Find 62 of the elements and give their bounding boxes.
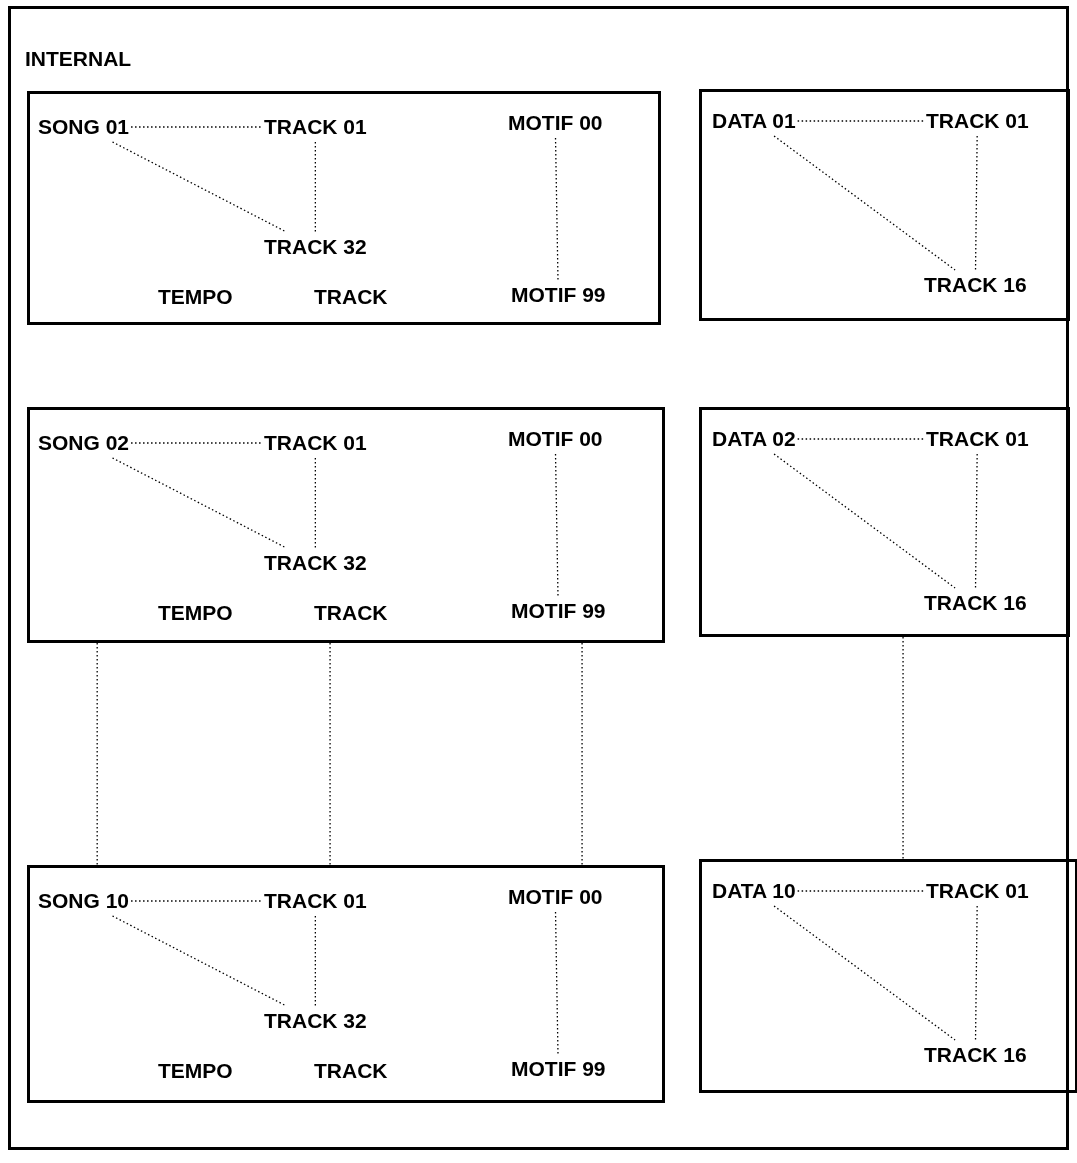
dotted-connector	[902, 636, 904, 860]
text-label: TRACK 32	[264, 1008, 367, 1034]
dotted-connector	[797, 120, 925, 122]
dotted-connector	[130, 900, 263, 902]
dotted-connector	[111, 141, 287, 233]
text-label: MOTIF 99	[511, 282, 606, 308]
text-label: MOTIF 00	[508, 110, 603, 136]
dotted-connector	[773, 135, 956, 271]
dotted-connector	[329, 642, 331, 866]
panel-box	[699, 89, 1070, 321]
text-label: TEMPO	[158, 600, 233, 626]
dotted-connector	[96, 642, 98, 866]
text-label: MOTIF 99	[511, 1056, 606, 1082]
panel-box	[27, 91, 661, 325]
text-label: TRACK 01	[264, 114, 367, 140]
dotted-connector	[554, 911, 559, 1055]
text-label: TRACK 01	[264, 430, 367, 456]
text-label: TRACK 16	[924, 1042, 1027, 1068]
text-label: MOTIF 99	[511, 598, 606, 624]
text-label: TEMPO	[158, 284, 233, 310]
dotted-connector	[111, 457, 287, 549]
dotted-connector	[130, 442, 263, 444]
text-label: SONG 02	[38, 430, 130, 456]
text-label: SONG 10	[38, 888, 130, 914]
text-label: TRACK 16	[924, 590, 1027, 616]
text-label: TRACK 01	[926, 878, 1029, 904]
dotted-connector	[773, 905, 956, 1041]
panel-box	[27, 865, 665, 1103]
dotted-connector	[314, 141, 316, 233]
dotted-connector	[773, 453, 956, 589]
dotted-connector	[554, 137, 559, 281]
text-label: DATA 10	[712, 878, 796, 904]
text-label: TRACK 32	[264, 550, 367, 576]
text-label: MOTIF 00	[508, 884, 603, 910]
dotted-connector	[130, 126, 263, 128]
dotted-connector	[974, 905, 978, 1041]
text-label: TRACK 01	[926, 426, 1029, 452]
text-label: TRACK	[314, 600, 388, 626]
text-label: TRACK 01	[264, 888, 367, 914]
dotted-connector	[797, 438, 925, 440]
panel-box	[699, 859, 1077, 1093]
dotted-connector	[111, 915, 287, 1007]
text-label: SONG 01	[38, 114, 130, 140]
dotted-connector	[974, 135, 978, 271]
panel-box	[27, 407, 665, 643]
text-label: TRACK	[314, 1058, 388, 1084]
text-label: TRACK 32	[264, 234, 367, 260]
text-label: MOTIF 00	[508, 426, 603, 452]
dotted-connector	[554, 453, 559, 597]
dotted-connector	[314, 457, 316, 549]
text-label: TRACK 16	[924, 272, 1027, 298]
panel-box	[699, 407, 1070, 637]
dotted-connector	[314, 915, 316, 1007]
text-label: TRACK 01	[926, 108, 1029, 134]
frame-heading: INTERNAL	[25, 47, 132, 70]
dotted-connector	[797, 890, 925, 892]
text-label: TRACK	[314, 284, 388, 310]
dotted-connector	[974, 453, 978, 589]
text-label: TEMPO	[158, 1058, 233, 1084]
dotted-connector	[581, 642, 583, 866]
text-label: DATA 02	[712, 426, 796, 452]
text-label: DATA 01	[712, 108, 796, 134]
